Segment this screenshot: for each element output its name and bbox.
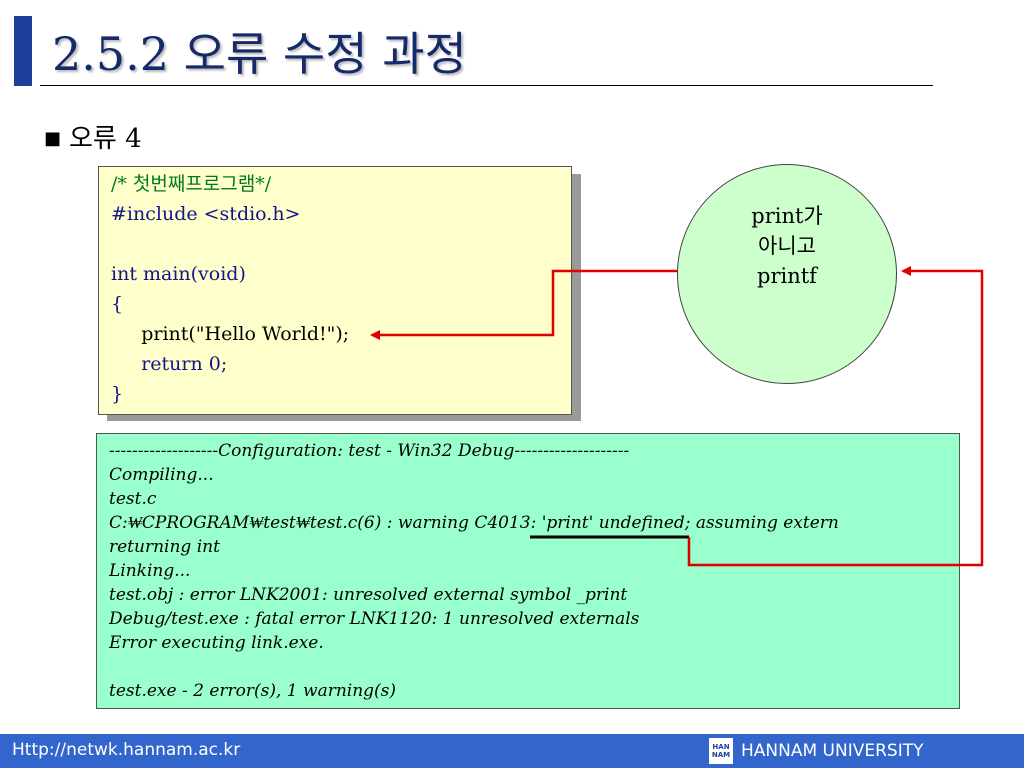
logo-text: HAN NAM	[711, 743, 731, 759]
title-accent-bar	[14, 16, 32, 86]
footer-bar: Http://netwk.hannam.ac.kr HAN NAM HANNAM…	[0, 734, 1024, 768]
university-name: HANNAM UNIVERSITY	[741, 741, 924, 761]
output-line: Debug/test.exe : fatal error LNK1120: 1 …	[109, 609, 640, 629]
note-line-1: print가	[751, 204, 823, 228]
code-line-open-brace: {	[111, 293, 124, 315]
output-line: Linking...	[109, 561, 191, 581]
output-line: test.c	[109, 489, 157, 509]
page-title: 2.5.2 오류 수정 과정	[52, 27, 467, 81]
university-logo-icon: HAN NAM	[709, 738, 733, 764]
note-line-2: 아니고	[758, 234, 816, 258]
bullet-heading: ■ 오류 4	[44, 118, 142, 155]
code-line-print: print("Hello World!");	[111, 323, 350, 345]
output-line: test.obj : error LNK2001: unresolved ext…	[109, 585, 628, 605]
output-line-warning: C:₩CPROGRAM₩test₩test.c(6) : warning C40…	[109, 513, 839, 533]
note-line-3: printf	[757, 264, 817, 288]
title-underline	[40, 85, 933, 86]
output-line: Error executing link.exe.	[109, 633, 324, 653]
code-line-main: int main(void)	[111, 263, 246, 285]
output-line-summary: test.exe - 2 error(s), 1 warning(s)	[109, 681, 397, 701]
output-line: Compiling...	[109, 465, 214, 485]
code-line-return: return 0;	[111, 353, 228, 375]
compiler-output-box: -------------------Configuration: test -…	[96, 433, 960, 709]
code-line-close-brace: }	[111, 383, 124, 405]
footer-brand: HAN NAM HANNAM UNIVERSITY	[709, 738, 923, 764]
output-line: -------------------Configuration: test -…	[109, 441, 630, 461]
bullet-text: 오류 4	[69, 124, 142, 154]
code-box: /* 첫번째프로그램*/ #include <stdio.h> int main…	[98, 166, 572, 415]
output-line: returning int	[109, 537, 220, 557]
code-line-comment: /* 첫번째프로그램*/	[111, 173, 272, 195]
code-line-include: #include <stdio.h>	[111, 203, 301, 225]
note-circle: print가 아니고 printf	[677, 164, 897, 384]
footer-url-link[interactable]: Http://netwk.hannam.ac.kr	[12, 740, 241, 760]
bullet-square-icon: ■	[44, 128, 62, 149]
